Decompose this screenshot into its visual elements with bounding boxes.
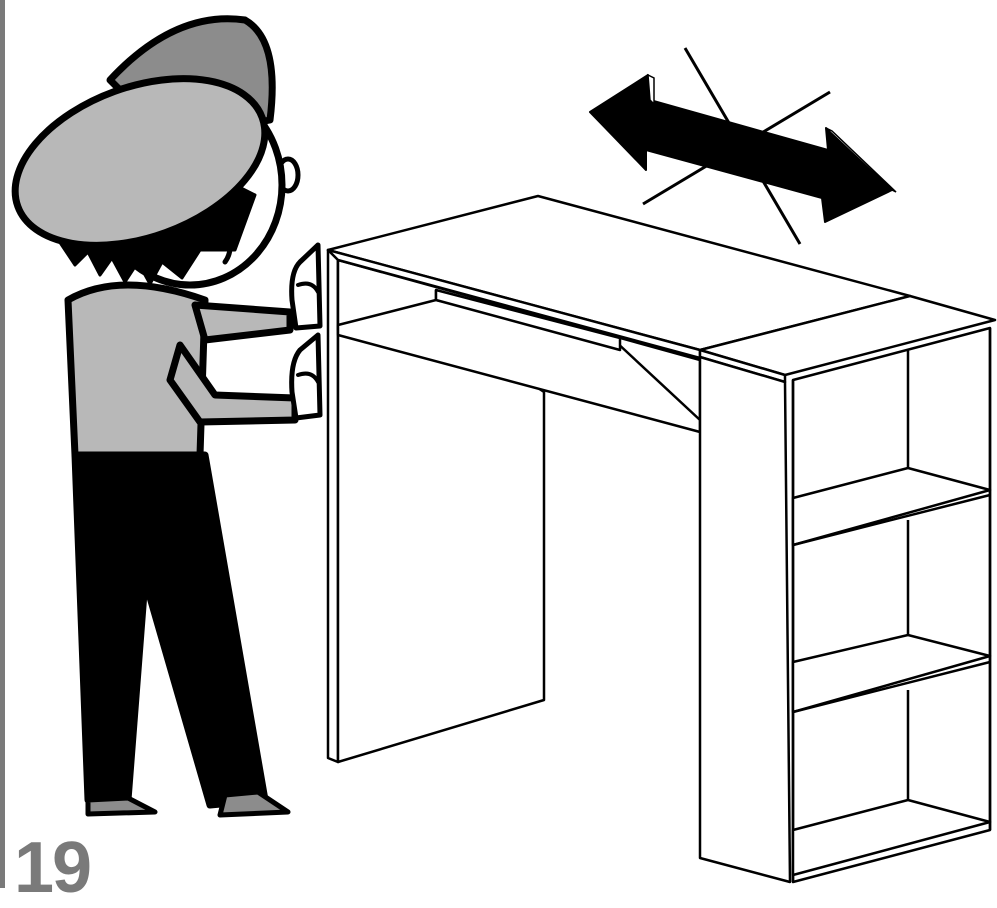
person: [0, 19, 320, 815]
lower-arm: [170, 345, 295, 422]
cabinet-interior: [793, 328, 990, 882]
left-shoe: [88, 798, 155, 814]
right-shoe: [220, 792, 288, 815]
person-legs: [75, 455, 265, 805]
double-arrow-icon: [590, 75, 892, 222]
desk-left-panel: [328, 250, 338, 762]
upper-arm: [195, 305, 290, 340]
cabinet-front-side: [700, 357, 790, 882]
step-number: 19: [14, 832, 90, 904]
desk: [328, 196, 995, 882]
warning-crossed-arrow: [590, 48, 896, 244]
assembly-illustration: [0, 0, 997, 888]
